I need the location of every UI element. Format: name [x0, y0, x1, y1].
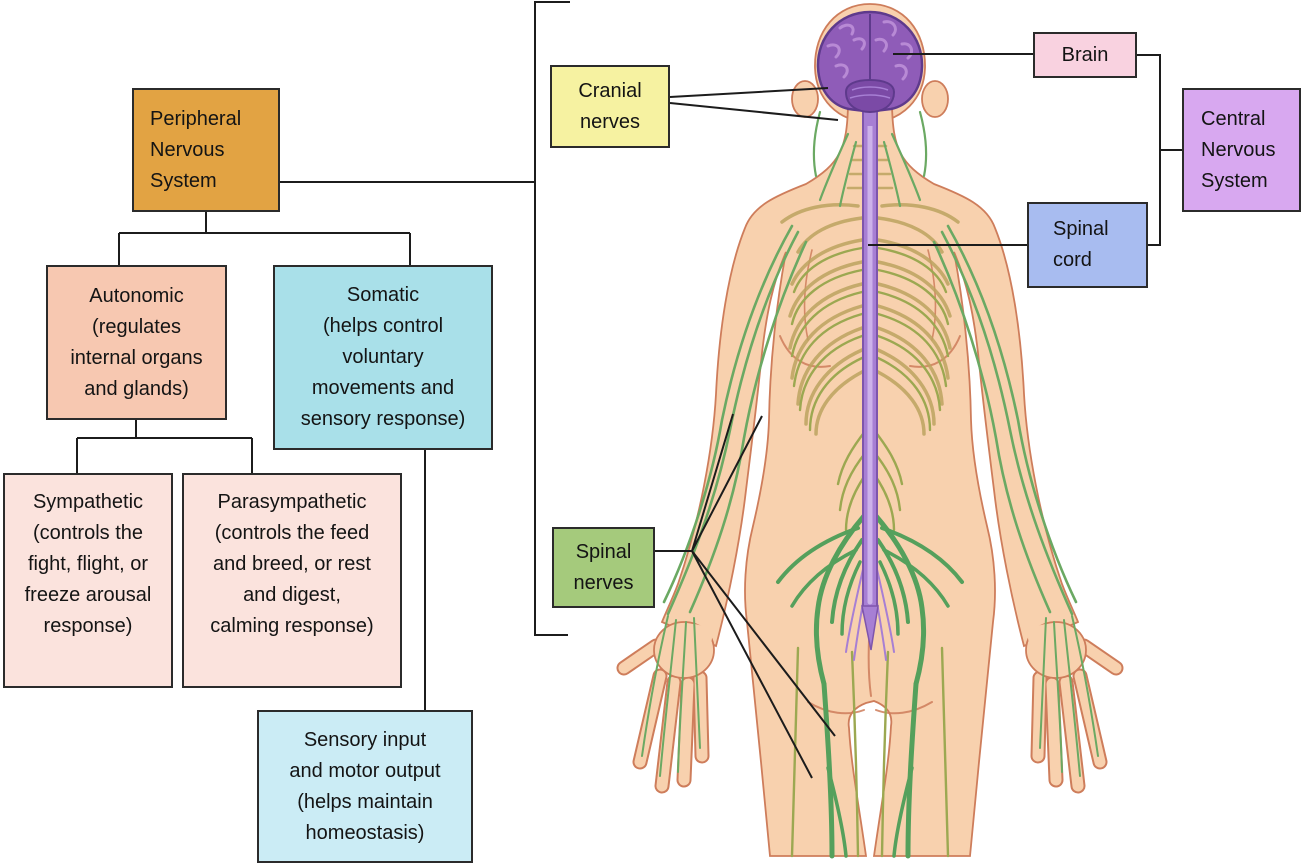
sympathetic-box: Sympathetic (controls the fight, flight,… — [3, 473, 173, 688]
spinal-nerves-illustration — [641, 110, 1099, 859]
spinal-nerves-box: Spinal nerves — [552, 527, 655, 608]
anatomy-leader-lines — [655, 53, 1182, 779]
cns-bracket — [1137, 54, 1182, 246]
left-ear — [791, 80, 819, 118]
central-nervous-system-label: Central Nervous System — [1201, 107, 1276, 192]
pns-bracket — [534, 1, 570, 636]
brain-illustration — [816, 10, 924, 126]
cranial-nerves-box: Cranial nerves — [550, 65, 670, 148]
somatic-label: Somatic (helps control voluntary movemen… — [300, 284, 466, 430]
autonomic-box: Autonomic (regulates internal organs and… — [46, 265, 227, 420]
spinal-cord-illustration — [861, 92, 879, 651]
cranial-nerves-label: Cranial nerves — [578, 79, 642, 133]
sensory-motor-label: Sensory input and motor output (helps ma… — [289, 728, 441, 844]
parasympathetic-label: Parasympathetic (controls the feed and b… — [210, 491, 374, 637]
left-hand — [616, 621, 715, 794]
ribs-illustration — [780, 144, 960, 436]
autonomic-children-connector — [76, 420, 253, 473]
flowchart-connectors — [76, 1, 570, 710]
central-nervous-system-box: Central Nervous System — [1182, 88, 1301, 212]
parasympathetic-box: Parasympathetic (controls the feed and b… — [182, 473, 402, 688]
pns-children-connector — [118, 212, 411, 265]
spinal-nerves-leaders — [655, 413, 836, 779]
right-hand — [1025, 621, 1124, 794]
brain-label: Brain — [1061, 43, 1109, 66]
spinal-cord-label: Spinal cord — [1053, 218, 1109, 271]
autonomic-label: Autonomic (regulates internal organs and… — [70, 284, 203, 400]
somatic-box: Somatic (helps control voluntary movemen… — [273, 265, 493, 450]
sympathetic-label: Sympathetic (controls the fight, flight,… — [24, 491, 152, 637]
peripheral-nervous-system-label: Peripheral Nervous System — [150, 107, 242, 192]
spinal-nerves-label: Spinal nerves — [573, 540, 634, 594]
right-ear — [921, 80, 949, 118]
cranial-nerves-leaders — [669, 87, 839, 121]
peripheral-nervous-system-box: Peripheral Nervous System — [132, 88, 280, 212]
sensory-motor-box: Sensory input and motor output (helps ma… — [257, 710, 473, 863]
human-body-illustration — [616, 3, 1124, 859]
spinal-cord-box: Spinal cord — [1027, 202, 1148, 288]
brain-box: Brain — [1033, 32, 1137, 78]
